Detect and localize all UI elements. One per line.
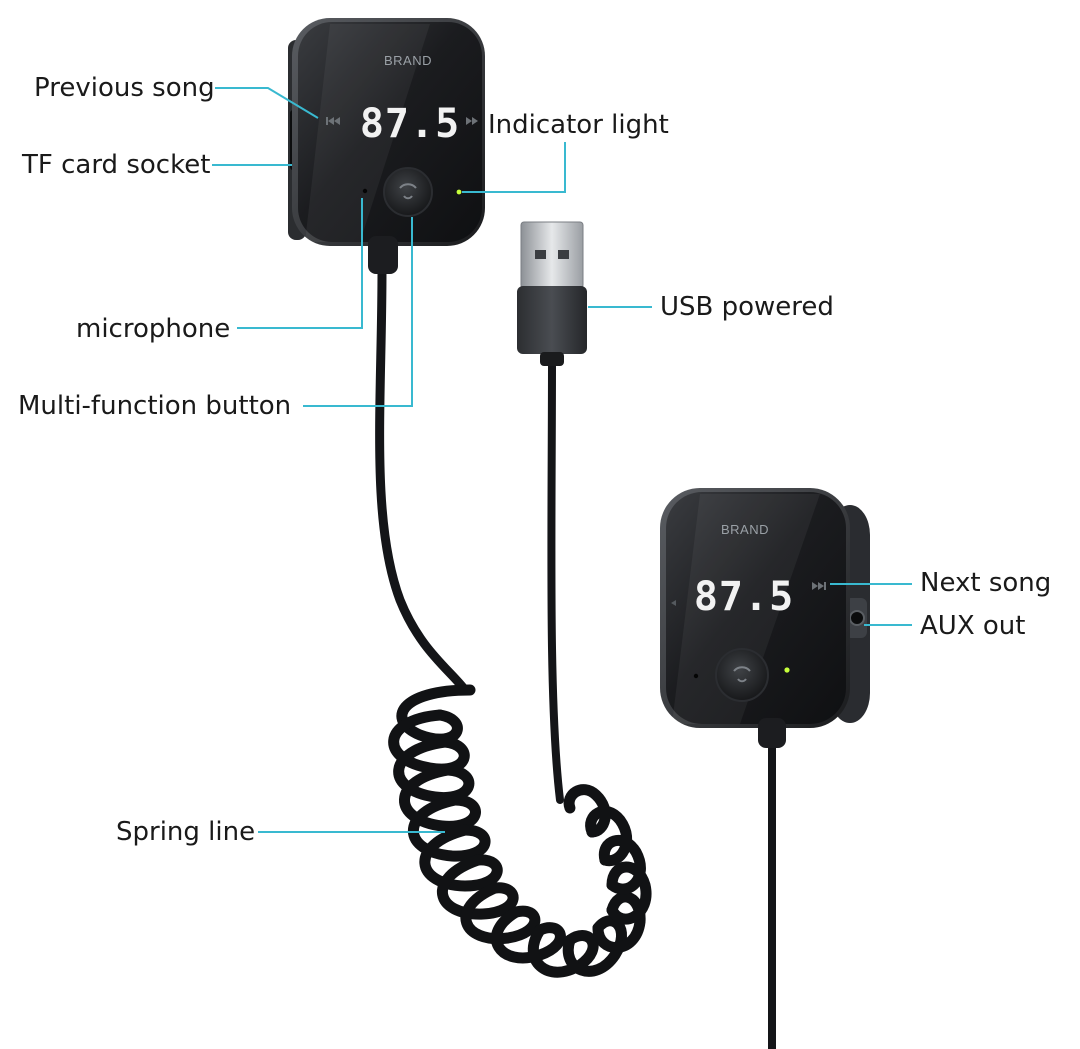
main-indicator-light: [456, 189, 462, 195]
leader-multi-function: [303, 217, 413, 407]
phone-icon: [733, 666, 751, 683]
secondary-device-brand: BRAND: [721, 522, 769, 537]
phone-icon: [399, 183, 417, 200]
callout-usb-powered: USB powered: [660, 292, 834, 322]
main-device-brand: BRAND: [384, 53, 432, 68]
main-cable: [375, 265, 470, 695]
callout-next-song: Next song: [920, 568, 1052, 598]
callout-tf-card-socket: TF card socket: [22, 150, 211, 180]
leader-indicator-light: [462, 142, 566, 193]
next-track-icon: [812, 582, 826, 590]
main-device-frequency: 87.5: [360, 101, 460, 147]
secondary-device: BRAND 87.5: [660, 488, 870, 748]
callout-previous-song: Previous song: [34, 73, 215, 103]
previous-track-icon: [326, 117, 340, 125]
next-track-icon: [466, 117, 478, 125]
secondary-multi-function-button[interactable]: [715, 648, 769, 702]
secondary-device-mic-hole: [693, 673, 699, 679]
usb-plug: [517, 221, 587, 366]
main-device-mic-hole: [362, 188, 368, 194]
leader-lines: [212, 87, 912, 833]
secondary-device-frequency: 87.5: [694, 574, 794, 620]
spring-line-coil: [388, 684, 652, 978]
main-device: BRAND 87.5: [288, 18, 485, 274]
callout-microphone: microphone: [76, 314, 231, 344]
callout-indicator-light: Indicator light: [488, 110, 669, 140]
callout-aux-out: AUX out: [920, 611, 1026, 641]
leader-previous-song: [215, 87, 319, 119]
callout-multi-function-button: Multi-function button: [18, 391, 292, 421]
previous-track-icon: [671, 600, 676, 606]
leader-microphone: [237, 198, 363, 329]
aux-out-jack[interactable]: [849, 610, 865, 626]
usb-cable: [547, 356, 564, 804]
main-multi-function-button[interactable]: [383, 167, 433, 217]
secondary-indicator-light: [784, 667, 790, 673]
callout-spring-line: Spring line: [116, 817, 256, 847]
